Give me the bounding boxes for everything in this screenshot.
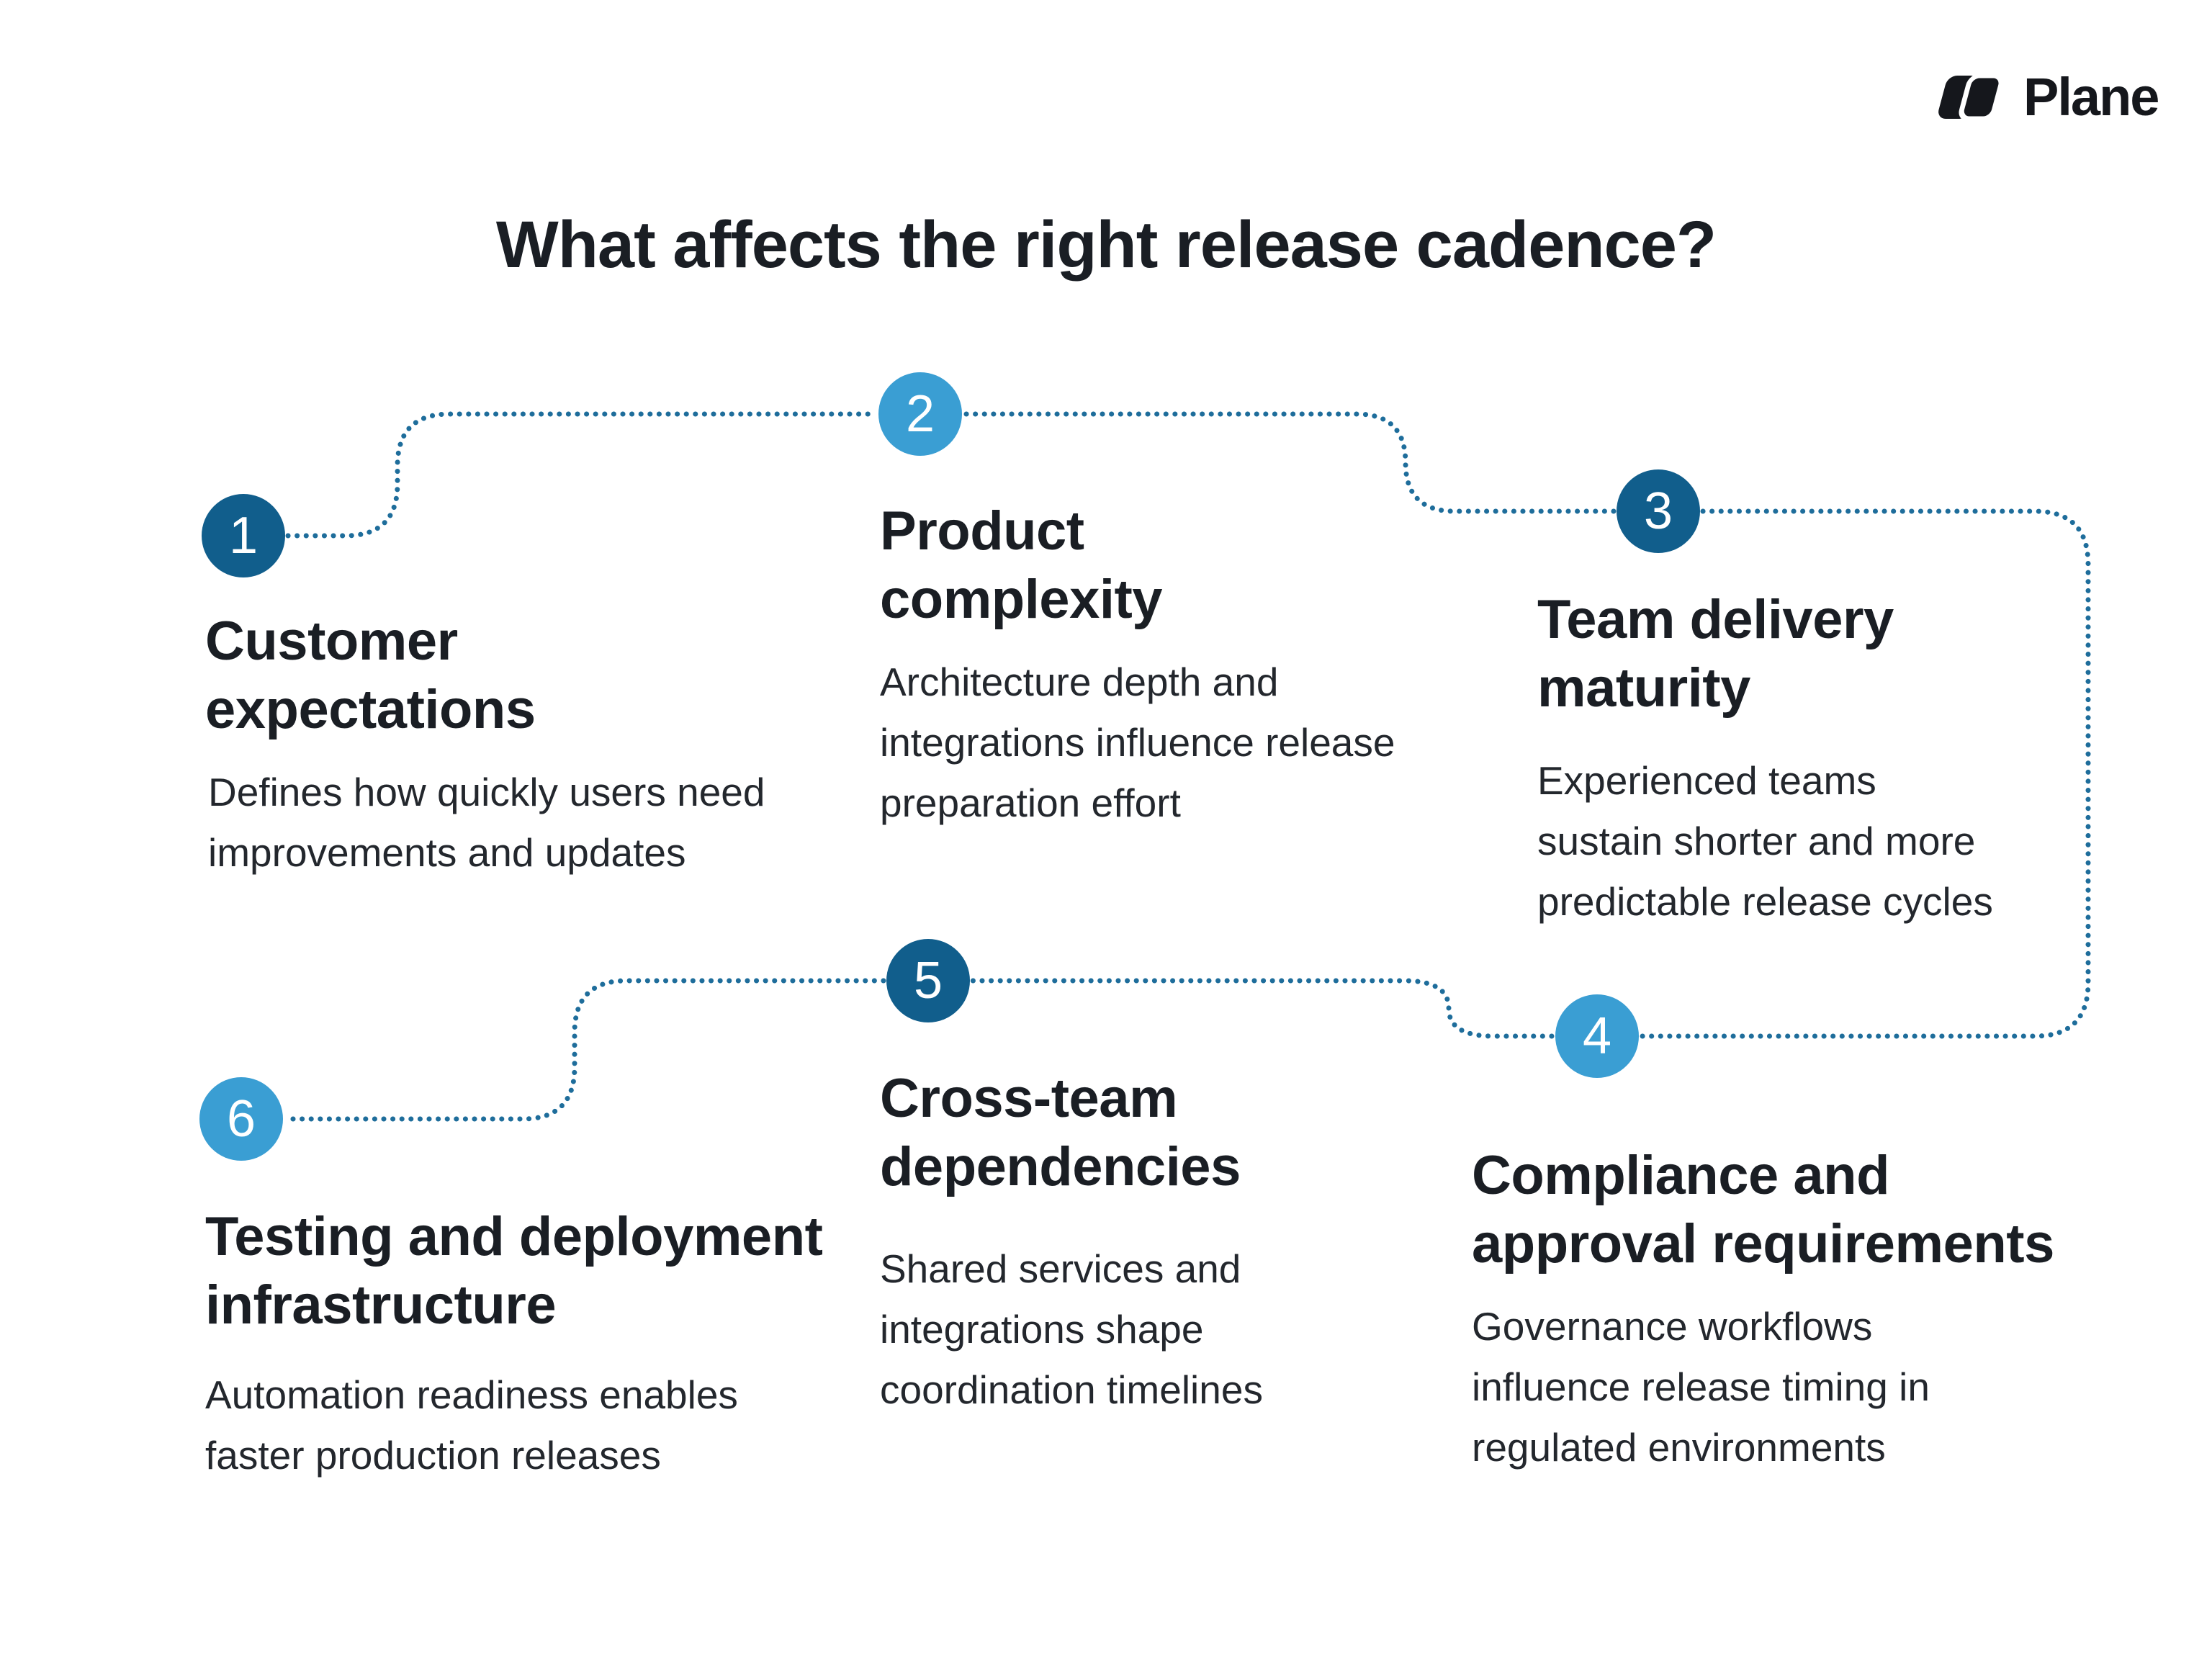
step-4-heading-line-2: approval requirements (1472, 1213, 2054, 1274)
step-circle-3: 3 (1617, 469, 1700, 553)
step-circle-1: 1 (202, 494, 285, 577)
step-4-body-line-2: influence release timing in (1472, 1364, 1930, 1409)
step-4-body: Governance workflows influence release t… (1472, 1296, 1930, 1478)
step-5-heading: Cross-team dependencies (880, 1064, 1241, 1201)
step-number-5: 5 (913, 952, 943, 1010)
step-3-body-line-2: sustain shorter and more (1537, 819, 1976, 863)
step-3-heading: Team delivery maturity (1537, 585, 1894, 722)
step-circle-2: 2 (878, 372, 962, 456)
step-item-4-body: Governance workflows influence release t… (1472, 1296, 1930, 1478)
step-6-heading-line-2: infrastructure (205, 1274, 557, 1336)
step-circle-6: 6 (199, 1077, 283, 1161)
step-5-body-line-2: integrations shape (880, 1307, 1204, 1352)
step-3-body-line-3: predictable release cycles (1537, 879, 1993, 924)
step-number-2: 2 (905, 385, 935, 443)
step-6-heading-line-1: Testing and deployment (205, 1206, 823, 1267)
page-title: What affects the right release cadence? (495, 208, 1717, 282)
step-5-body-line-3: coordination timelines (880, 1367, 1263, 1412)
step-item-6: Testing and deployment infrastructure (205, 1202, 823, 1339)
step-item-2: Product complexity (880, 497, 1163, 634)
plane-logo-text: Plane (2023, 67, 2159, 127)
step-5-body: Shared services and integrations shape c… (880, 1238, 1263, 1420)
step-6-body-line-1: Automation readiness enables (205, 1372, 738, 1417)
step-3-body: Experienced teams sustain shorter and mo… (1537, 750, 1993, 932)
step-item-1-body: Defines how quickly users need improveme… (208, 762, 765, 883)
step-item-3-body: Experienced teams sustain shorter and mo… (1537, 750, 1993, 932)
step-item-5-body: Shared services and integrations shape c… (880, 1238, 1263, 1420)
step-2-body-line-3: preparation effort (880, 781, 1181, 825)
step-item-1: Customer expectations (205, 607, 536, 744)
step-number-4: 4 (1582, 1007, 1612, 1065)
step-6-body-line-2: faster production releases (205, 1433, 661, 1478)
step-1-heading-line-2: expectations (205, 679, 536, 740)
step-circle-4: 4 (1555, 994, 1639, 1078)
step-3-heading-line-1: Team delivery (1537, 589, 1894, 650)
step-3-body-line-1: Experienced teams (1537, 758, 1876, 803)
step-1-heading-line-1: Customer (205, 611, 458, 672)
step-5-body-line-1: Shared services and (880, 1246, 1241, 1291)
step-1-body-line-2: improvements and updates (208, 830, 686, 875)
step-5-heading-line-1: Cross-team (880, 1068, 1178, 1129)
step-item-2-body: Architecture depth and integrations infl… (880, 652, 1395, 833)
step-item-5: Cross-team dependencies (880, 1064, 1241, 1201)
step-5-heading-line-2: dependencies (880, 1136, 1241, 1197)
connector-1-2 (285, 411, 878, 539)
step-number-6: 6 (226, 1090, 256, 1148)
step-6-body: Automation readiness enables faster prod… (205, 1364, 738, 1485)
step-circle-5: 5 (886, 939, 970, 1022)
connector-4-5 (970, 978, 1555, 1039)
step-3-heading-line-2: maturity (1537, 657, 1750, 719)
step-2-heading-line-2: complexity (880, 569, 1163, 630)
step-1-body: Defines how quickly users need improveme… (208, 762, 765, 883)
step-2-heading-line-1: Product (880, 500, 1084, 562)
step-6-heading: Testing and deployment infrastructure (205, 1202, 823, 1339)
plane-logo: Plane (1936, 66, 2159, 127)
step-4-body-line-3: regulated environments (1472, 1425, 1886, 1470)
step-item-6-body: Automation readiness enables faster prod… (205, 1364, 738, 1485)
step-item-4: Compliance and approval requirements (1472, 1141, 2054, 1278)
step-2-heading: Product complexity (880, 497, 1163, 634)
step-4-heading-line-1: Compliance and (1472, 1145, 1889, 1206)
step-1-heading: Customer expectations (205, 607, 536, 744)
step-1-body-line-1: Defines how quickly users need (208, 770, 765, 814)
step-2-body-line-2: integrations influence release (880, 720, 1395, 765)
step-2-body-line-1: Architecture depth and (880, 660, 1279, 704)
step-number-3: 3 (1643, 482, 1673, 540)
step-item-3: Team delivery maturity (1537, 585, 1894, 722)
step-number-1: 1 (228, 507, 258, 565)
connector-5-6 (284, 978, 886, 1122)
step-2-body: Architecture depth and integrations infl… (880, 652, 1395, 833)
step-4-heading: Compliance and approval requirements (1472, 1141, 2054, 1278)
plane-logo-icon (1938, 73, 2004, 121)
step-4-body-line-1: Governance workflows (1472, 1304, 1873, 1349)
